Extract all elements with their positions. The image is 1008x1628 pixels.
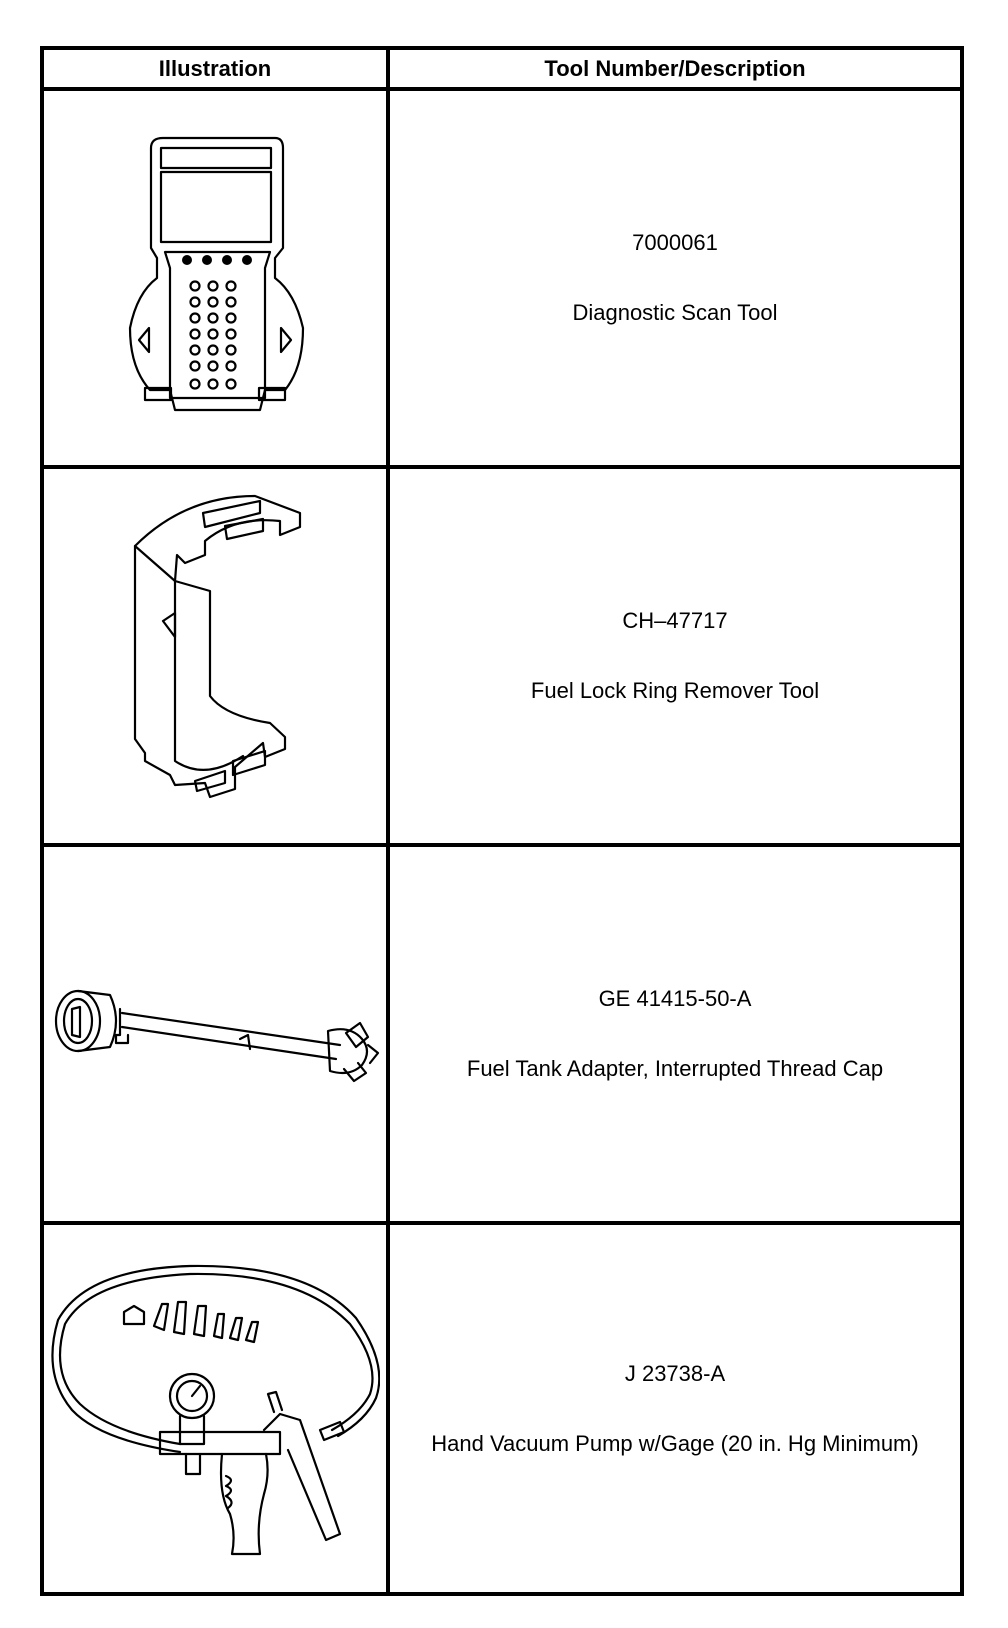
tool-description-cell: CH–47717 Fuel Lock Ring Remover Tool: [390, 469, 960, 847]
diagnostic-scan-tool-icon: [128, 136, 305, 412]
header-illustration: Illustration: [44, 50, 390, 91]
keypad: [189, 280, 237, 390]
tool-description: Hand Vacuum Pump w/Gage (20 in. Hg Minim…: [431, 1430, 919, 1456]
tool-description: Fuel Tank Adapter, Interrupted Thread Ca…: [466, 1056, 884, 1081]
illustration-cell: [44, 469, 390, 847]
header-tool-number-description: Tool Number/Description: [390, 50, 960, 91]
fuel-lock-ring-remover-icon: [133, 494, 302, 799]
tool-description-cell: J 23738-A Hand Vacuum Pump w/Gage (20 in…: [390, 1225, 960, 1592]
illustration-cell: [44, 91, 390, 469]
hand-vacuum-pump-icon: [51, 1264, 380, 1555]
tool-description: Diagnostic Scan Tool: [572, 300, 778, 325]
tool-number: 7000061: [632, 230, 718, 255]
tool-number: J 23738-A: [624, 1360, 726, 1386]
fuel-tank-adapter-icon: [54, 989, 380, 1083]
tool-number: GE 41415-50-A: [598, 986, 752, 1011]
illustration-cell: [44, 1225, 390, 1592]
tool-table: Illustration Tool Number/Description: [40, 46, 964, 1596]
tool-description: Fuel Lock Ring Remover Tool: [530, 678, 820, 703]
tool-description-cell: 7000061 Diagnostic Scan Tool: [390, 91, 960, 469]
illustration-cell: [44, 847, 390, 1225]
tool-description-cell: GE 41415-50-A Fuel Tank Adapter, Interru…: [390, 847, 960, 1225]
tool-number: CH–47717: [622, 608, 728, 633]
